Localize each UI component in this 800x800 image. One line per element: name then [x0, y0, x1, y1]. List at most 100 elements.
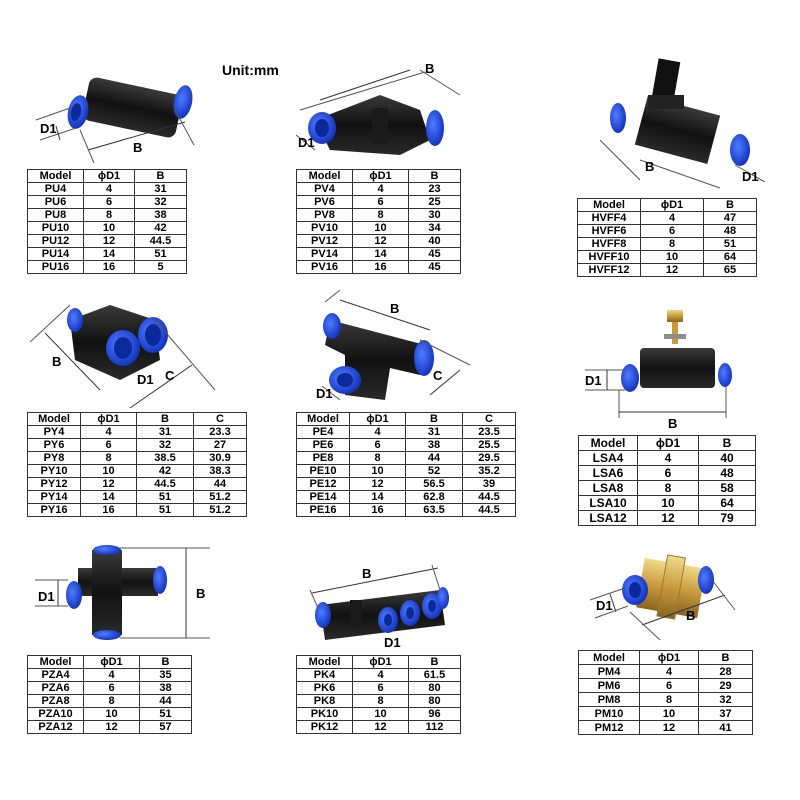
column-header: B — [698, 650, 753, 665]
table-cell: 12 — [80, 477, 137, 491]
table-cell: PU14 — [27, 247, 84, 261]
table-cell: 6 — [637, 465, 699, 481]
table-cell: PU10 — [27, 221, 84, 235]
table-cell: 65 — [703, 263, 757, 277]
table-cell: 58 — [698, 480, 756, 496]
column-header: C — [462, 412, 516, 426]
table-cell: PU4 — [27, 182, 84, 196]
table-cell: 51.2 — [193, 503, 247, 517]
unit-label: Unit:mm — [222, 62, 279, 78]
column-header: B — [136, 412, 194, 426]
table-cell: 8 — [83, 694, 140, 708]
svg-text:C: C — [165, 368, 175, 383]
table-cell: 31 — [136, 425, 194, 439]
table-cell: PU6 — [27, 195, 84, 209]
table-cell: 38.5 — [136, 451, 194, 465]
py-fitting-icon — [29, 304, 216, 409]
column-header: Model — [27, 655, 84, 669]
table-cell: LSA8 — [578, 480, 638, 496]
table-cell: 64 — [698, 495, 756, 511]
table-cell: 16 — [352, 260, 409, 274]
table-cell: PK10 — [296, 707, 353, 721]
table-cell: 6 — [639, 678, 699, 693]
table-cell: 12 — [640, 263, 704, 277]
svg-text:B: B — [390, 301, 399, 316]
table-cell: 16 — [349, 503, 406, 517]
table-cell: PE8 — [296, 451, 350, 465]
lsa-fitting-icon — [585, 310, 732, 418]
table-cell: 48 — [698, 465, 756, 481]
svg-text:B: B — [362, 566, 371, 581]
column-header: Model — [296, 412, 350, 426]
table-cell: PY12 — [27, 477, 81, 491]
table-cell: PU12 — [27, 234, 84, 248]
table-cell: 12 — [639, 720, 699, 735]
table-cell: 6 — [349, 438, 406, 452]
column-header: Model — [578, 650, 640, 665]
table-cell: 40 — [408, 234, 461, 248]
table-cell: PK12 — [296, 720, 353, 734]
table-cell: 35 — [139, 668, 192, 682]
table-cell: PU16 — [27, 260, 84, 274]
table-cell: HVFF8 — [577, 237, 641, 251]
table-cell: 51 — [136, 503, 194, 517]
table-cell: PE4 — [296, 425, 350, 439]
column-header: ϕD1 — [83, 655, 140, 669]
column-header: B — [408, 169, 461, 183]
table-cell: 14 — [349, 490, 406, 504]
table-cell: PE16 — [296, 503, 350, 517]
table-cell: PY4 — [27, 425, 81, 439]
table-cell: LSA10 — [578, 495, 638, 511]
table-cell: 38 — [405, 438, 463, 452]
table-cell: 112 — [408, 720, 461, 734]
table-cell: PM4 — [578, 664, 640, 679]
table-cell: 56.5 — [405, 477, 463, 491]
table-cell: PK4 — [296, 668, 353, 682]
table-cell: 39 — [462, 477, 516, 491]
table-cell: 8 — [352, 208, 409, 222]
table-cell: PM8 — [578, 692, 640, 707]
table-cell: 23.5 — [462, 425, 516, 439]
svg-text:B: B — [645, 159, 654, 174]
pza-fitting-icon — [35, 545, 210, 640]
table-cell: 52 — [405, 464, 463, 478]
table-cell: PY8 — [27, 451, 81, 465]
svg-text:B: B — [196, 586, 205, 601]
table-cell: 4 — [639, 664, 699, 679]
table-cell: 51 — [136, 490, 194, 504]
table-cell: 29 — [698, 678, 753, 693]
table-cell: 30.9 — [193, 451, 247, 465]
table-cell: 4 — [352, 182, 409, 196]
table-cell: 41 — [698, 720, 753, 735]
table-cell: PU8 — [27, 208, 84, 222]
column-header: ϕD1 — [349, 412, 406, 426]
table-cell: 10 — [639, 706, 699, 721]
table-cell: 29.5 — [462, 451, 516, 465]
svg-text:B: B — [668, 416, 677, 431]
table-cell: 40 — [698, 450, 756, 466]
table-cell: HVFF6 — [577, 224, 641, 238]
table-cell: 10 — [349, 464, 406, 478]
table-cell: 44.5 — [462, 490, 516, 504]
table-cell: 4 — [640, 211, 704, 225]
svg-text:D1: D1 — [38, 589, 55, 604]
